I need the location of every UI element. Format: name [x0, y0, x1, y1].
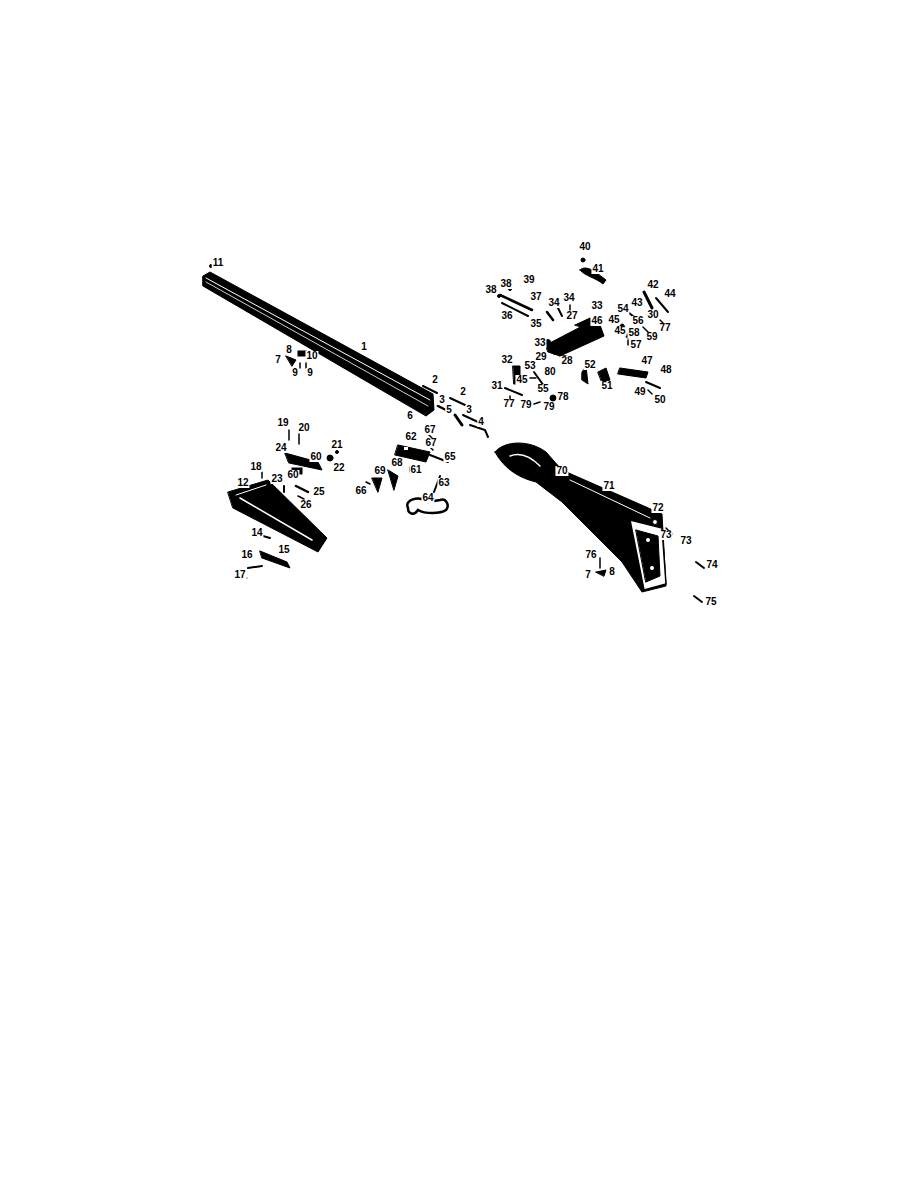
- callout-number: 41: [591, 264, 604, 274]
- callout-number: 79: [542, 402, 555, 412]
- callout-number: 48: [659, 365, 672, 375]
- callout-number: 3: [438, 395, 446, 405]
- callout-number: 58: [627, 328, 640, 338]
- callout-number: 22: [332, 463, 345, 473]
- callout-number: 62: [404, 432, 417, 442]
- callout-number: 75: [704, 597, 717, 607]
- callout-number: 2: [459, 387, 467, 397]
- callout-number: 60: [286, 470, 299, 480]
- callout-number: 25: [312, 487, 325, 497]
- callout-number: 67: [423, 425, 436, 435]
- callout-number: 9: [291, 368, 299, 378]
- callout-number: 49: [633, 387, 646, 397]
- callout-number: 32: [500, 355, 513, 365]
- callout-number: 51: [600, 381, 613, 391]
- callout-number: 20: [297, 423, 310, 433]
- callout-number: 77: [658, 323, 671, 333]
- callout-number: 61: [409, 465, 422, 475]
- callout-number: 70: [555, 466, 568, 476]
- callout-number: 12: [236, 478, 249, 488]
- callout-number: 10: [305, 351, 318, 361]
- callout-number: 45: [515, 375, 528, 385]
- callout-number: 30: [646, 310, 659, 320]
- callout-number: 80: [543, 367, 556, 377]
- callout-number: 47: [640, 356, 653, 366]
- callout-number: 4: [477, 417, 485, 427]
- callout-number: 19: [276, 418, 289, 428]
- callout-number: 60: [309, 452, 322, 462]
- forend: [228, 480, 327, 552]
- callout-number: 69: [373, 466, 386, 476]
- callout-number: 73: [659, 530, 672, 540]
- callout-number: 7: [584, 570, 592, 580]
- callout-number: 3: [465, 405, 473, 415]
- callout-number: 17: [233, 570, 246, 580]
- callout-number: 74: [705, 560, 718, 570]
- callout-number: 27: [565, 311, 578, 321]
- callout-number: 8: [608, 567, 616, 577]
- callout-number: 53: [523, 361, 536, 371]
- callout-number: 79: [519, 400, 532, 410]
- callout-number: 76: [584, 550, 597, 560]
- callout-number: 71: [602, 481, 615, 491]
- callout-number: 8: [285, 345, 293, 355]
- callout-number: 15: [277, 545, 290, 555]
- callout-number: 37: [529, 292, 542, 302]
- callout-number: 34: [547, 298, 560, 308]
- callout-number: 46: [590, 316, 603, 326]
- callout-number: 31: [490, 381, 503, 391]
- callout-number: 23: [270, 474, 283, 484]
- callout-number: 45: [613, 326, 626, 336]
- callout-number: 28: [560, 356, 573, 366]
- callout-number: 42: [646, 280, 659, 290]
- callout-number: 59: [645, 332, 658, 342]
- callout-number: 43: [630, 298, 643, 308]
- callout-number: 54: [616, 304, 629, 314]
- barrel: [203, 272, 434, 416]
- callout-number: 21: [330, 440, 343, 450]
- callout-number: 38: [484, 285, 497, 295]
- callout-number: 67: [424, 438, 437, 448]
- callout-number: 72: [651, 503, 664, 513]
- callout-number: 45: [607, 315, 620, 325]
- callout-number: 52: [583, 360, 596, 370]
- callout-number: 73: [679, 536, 692, 546]
- callout-number: 77: [502, 399, 515, 409]
- callout-number: 36: [500, 311, 513, 321]
- callout-number: 7: [274, 355, 282, 365]
- callout-number: 78: [556, 392, 569, 402]
- callout-number: 1: [360, 342, 368, 352]
- callout-number: 56: [631, 316, 644, 326]
- callout-number: 2: [431, 375, 439, 385]
- callout-number: 44: [663, 289, 676, 299]
- callout-number: 50: [653, 395, 666, 405]
- callout-number: 39: [522, 275, 535, 285]
- callout-number: 9: [306, 368, 314, 378]
- callout-number: 33: [590, 301, 603, 311]
- callout-number: 57: [629, 340, 642, 350]
- callout-number: 63: [437, 478, 450, 488]
- callout-number: 11: [212, 258, 225, 268]
- callout-number: 5: [445, 405, 453, 415]
- callout-number: 14: [250, 528, 263, 538]
- callout-number: 18: [249, 462, 262, 472]
- callout-number: 16: [240, 550, 253, 560]
- callout-number: 33: [533, 338, 546, 348]
- callout-number: 68: [390, 458, 403, 468]
- callout-number: 55: [536, 384, 549, 394]
- callout-number: 24: [274, 443, 287, 453]
- callout-number: 34: [562, 293, 575, 303]
- callout-number: 65: [443, 452, 456, 462]
- stock: [495, 443, 666, 592]
- callout-number: 35: [529, 319, 542, 329]
- callout-number: 66: [354, 486, 367, 496]
- callout-number: 38: [499, 279, 512, 289]
- callout-number: 6: [406, 411, 414, 421]
- callout-number: 26: [299, 500, 312, 510]
- callout-number: 64: [421, 493, 434, 503]
- callout-number: 40: [578, 242, 591, 252]
